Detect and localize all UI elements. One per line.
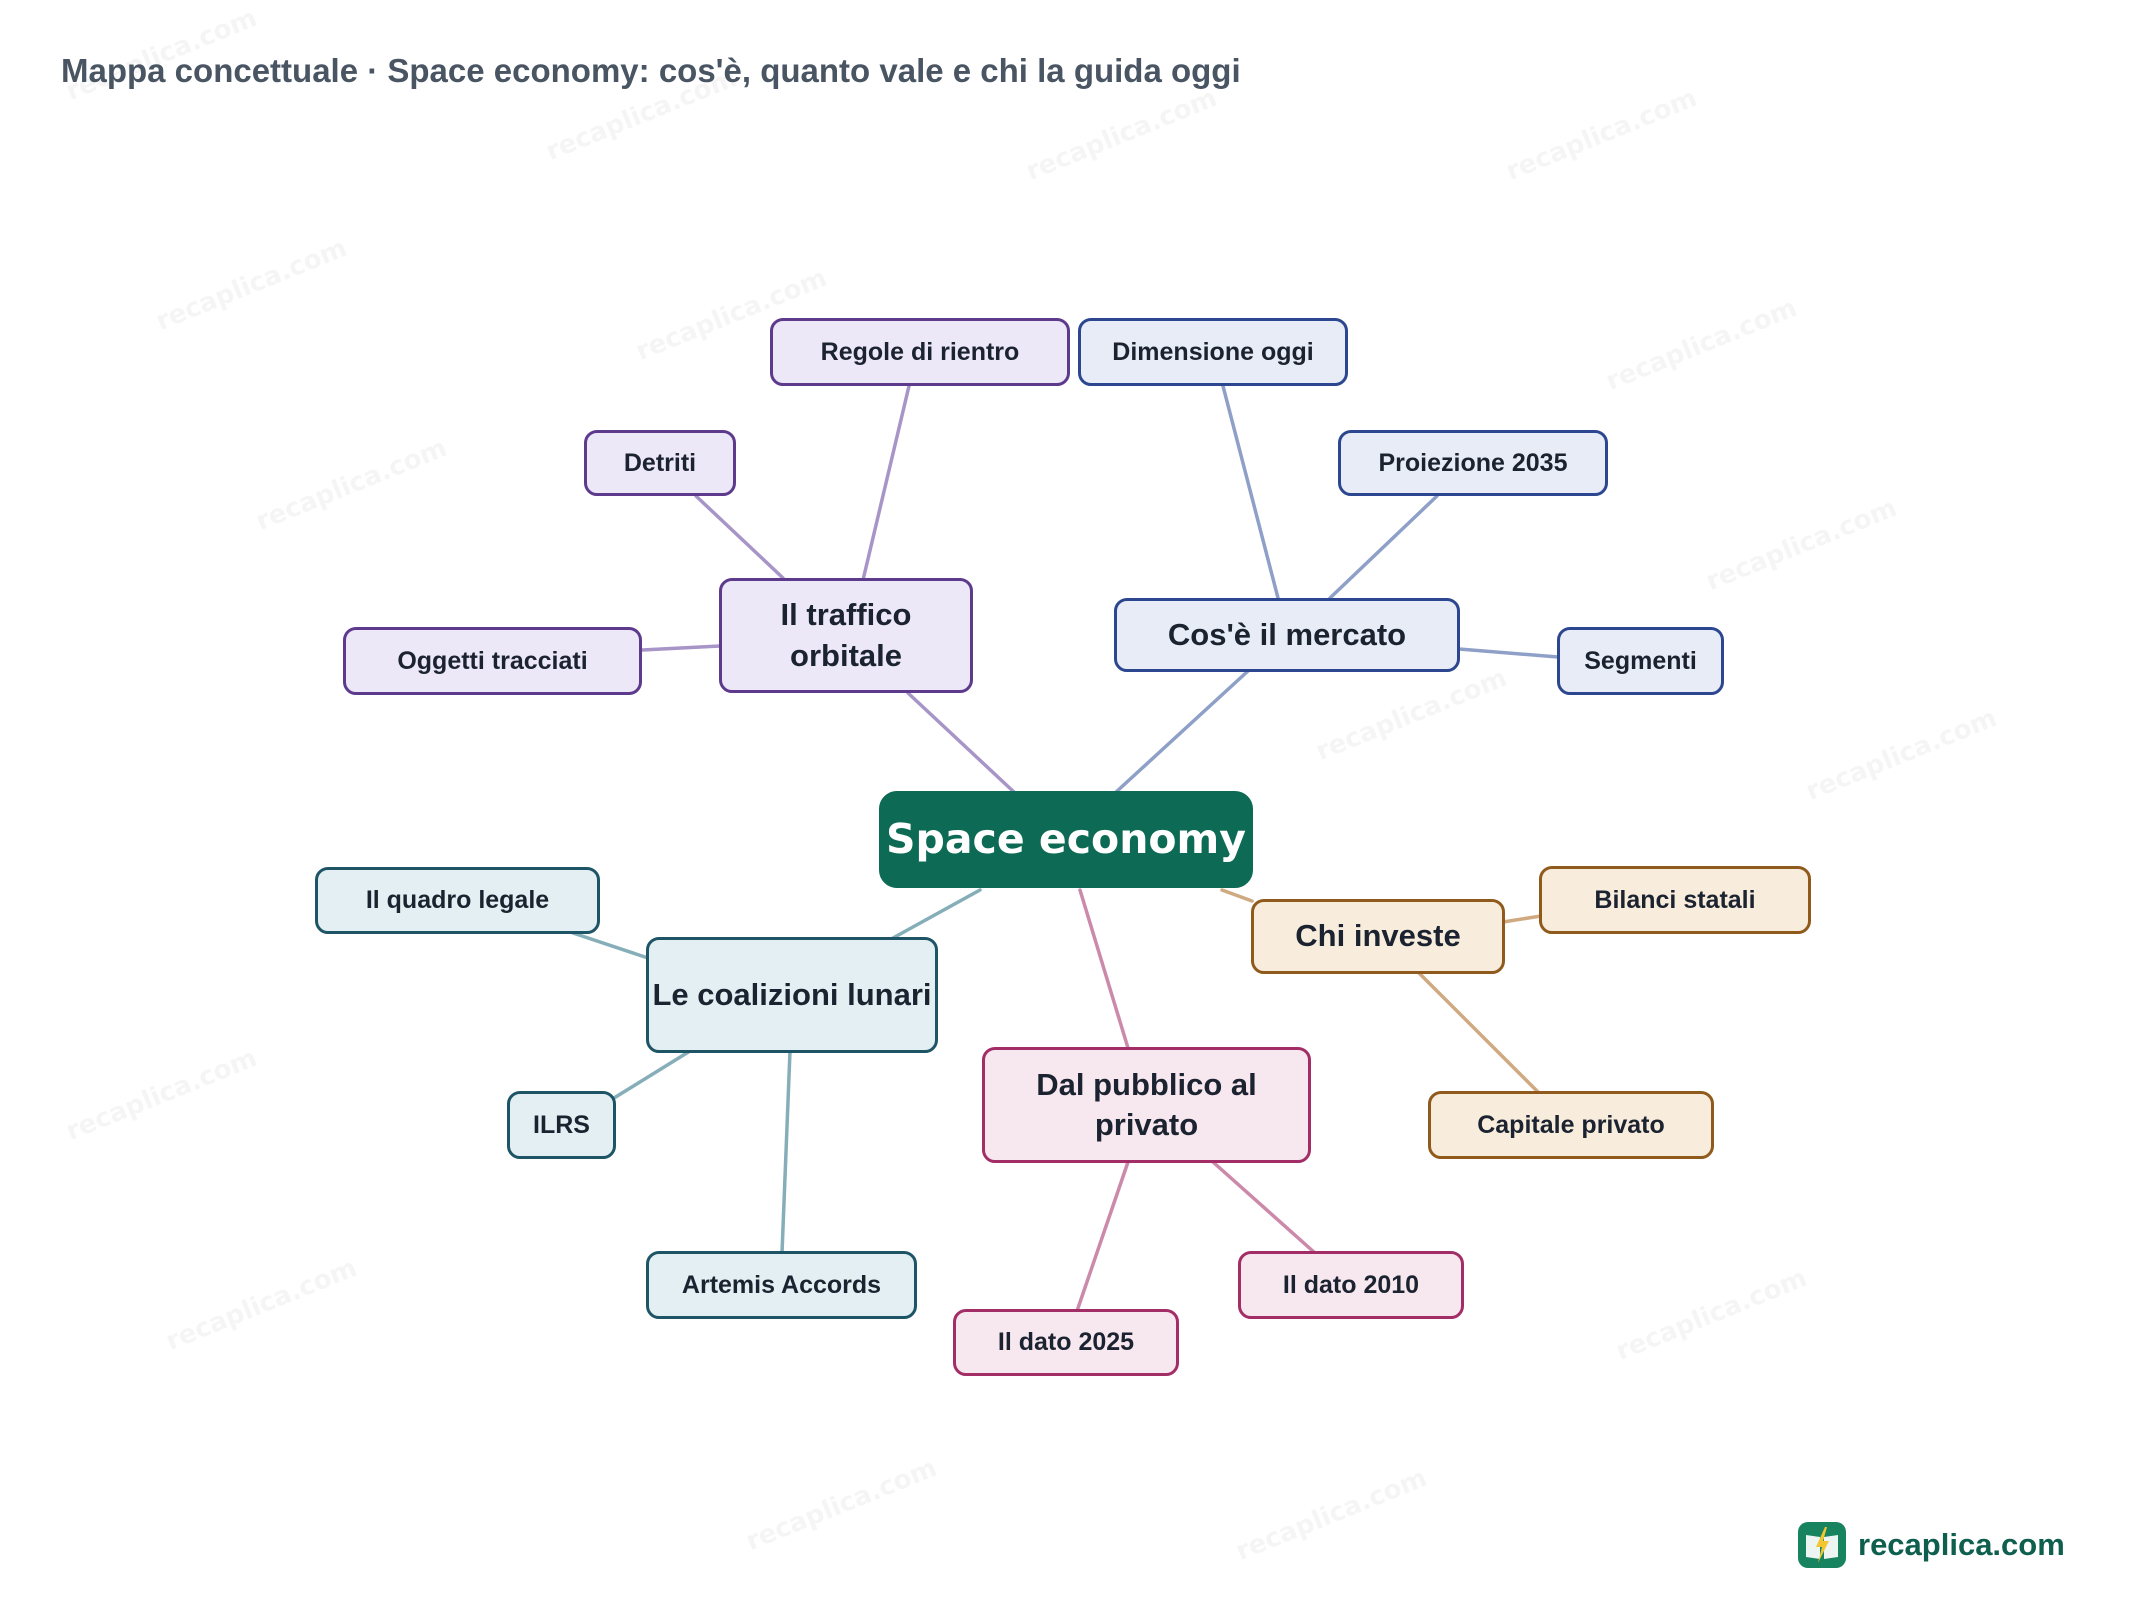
branch-node-pubblico-privato[interactable]: Dal pubblico al privato: [982, 1047, 1311, 1163]
leaf-node-detriti[interactable]: Detriti: [584, 430, 736, 496]
connector-line: [1221, 384, 1280, 600]
connector-line: [1075, 1160, 1130, 1313]
connector-line: [640, 644, 722, 652]
leaf-node-regole-di-rientro[interactable]: Regole di rientro: [770, 318, 1070, 386]
leaf-node-quadro-legale[interactable]: Il quadro legale: [315, 867, 600, 934]
branch-node-traffico-orbitale[interactable]: Il traffico orbitale: [719, 578, 973, 693]
leaf-node-dato-2010[interactable]: Il dato 2010: [1238, 1251, 1464, 1319]
connector-line: [1113, 669, 1250, 795]
connector-line: [1211, 1160, 1317, 1255]
brand-logo[interactable]: recaplica.com: [1798, 1522, 2065, 1568]
connector-line: [694, 494, 785, 580]
connector-line: [1328, 494, 1439, 600]
page-title: Mappa concettuale · Space economy: cos'è…: [61, 52, 1241, 89]
connector-line: [612, 1049, 692, 1100]
leaf-node-artemis-accords[interactable]: Artemis Accords: [646, 1251, 917, 1319]
connector-line: [1457, 647, 1560, 659]
leaf-node-proiezione-2035[interactable]: Proiezione 2035: [1338, 430, 1608, 496]
leaf-node-oggetti-tracciati[interactable]: Oggetti tracciati: [343, 627, 642, 695]
connector-line: [780, 1049, 792, 1255]
branch-node-coalizioni-lunari[interactable]: Le coalizioni lunari: [646, 937, 938, 1053]
leaf-node-ilrs[interactable]: ILRS: [507, 1091, 616, 1159]
connector-line: [1220, 888, 1254, 903]
leaf-node-dato-2025[interactable]: Il dato 2025: [953, 1309, 1179, 1376]
connector-line: [571, 931, 650, 960]
leaf-node-bilanci-statali[interactable]: Bilanci statali: [1539, 866, 1811, 934]
connector-line: [861, 384, 911, 582]
leaf-node-dimensione-oggi[interactable]: Dimensione oggi: [1078, 318, 1348, 386]
branch-node-chi-investe[interactable]: Chi investe: [1251, 899, 1505, 974]
connector-line: [1501, 914, 1543, 924]
connector-line: [891, 888, 982, 940]
connector-line: [1416, 970, 1541, 1095]
branch-node-cose-il-mercato[interactable]: Cos'è il mercato: [1114, 598, 1460, 672]
connector-line: [1078, 888, 1130, 1050]
connector-line: [906, 691, 1017, 795]
book-lightning-icon: [1798, 1522, 1846, 1568]
center-node[interactable]: Space economy: [879, 791, 1253, 888]
brand-name: recaplica.com: [1858, 1527, 2065, 1562]
leaf-node-segmenti[interactable]: Segmenti: [1557, 627, 1724, 695]
leaf-node-capitale-privato[interactable]: Capitale privato: [1428, 1091, 1714, 1159]
